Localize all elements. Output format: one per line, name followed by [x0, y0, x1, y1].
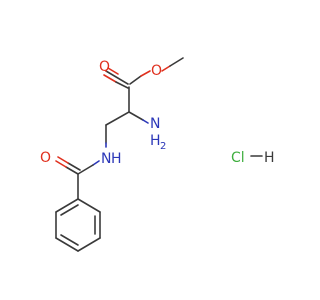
ring-bond-3 — [77, 237, 101, 252]
atom-o-amide: O — [40, 150, 51, 166]
atom-o-ester: O — [151, 63, 162, 79]
bond-o-ch3 — [169, 57, 184, 67]
alpha-carbon-group: N H 2 — [105, 86, 166, 152]
ring-bond-1 — [77, 198, 101, 213]
atom-n-amide: N — [101, 151, 111, 167]
bond-n-camide-blue — [92, 160, 100, 166]
bond-c-o-double-a — [103, 74, 117, 83]
hcl-salt: Cl H — [231, 150, 275, 166]
atom-h-amide: H — [111, 151, 122, 167]
bond-o-ch3-o — [161, 65, 171, 72]
bond-camide-o-a — [65, 166, 79, 175]
bond-c-osingle — [129, 75, 142, 85]
bond-c-o-double-a2 — [115, 81, 129, 89]
bond-calpha-cbeta — [105, 111, 130, 126]
bond-camide-o-b — [67, 162, 81, 171]
atom-o-carbonyl: O — [99, 59, 110, 75]
benzene-ring — [55, 198, 101, 252]
atom-h-amine: H — [150, 133, 161, 149]
ring-inner-double-2 — [60, 234, 79, 246]
ester-group: O O — [99, 57, 184, 89]
bond-camide-o-b2 — [57, 156, 69, 164]
salt-cl-label: Cl — [231, 150, 245, 166]
amide-group: N H O — [40, 124, 122, 200]
salt-h-label: H — [264, 150, 275, 166]
atom-n-amine: N — [150, 116, 160, 132]
bond-c-osingle-o — [140, 70, 151, 77]
bond-c-o-double-b — [107, 67, 119, 75]
ring-inner-double-3 — [60, 204, 79, 216]
bond-n-camide — [77, 164, 94, 175]
ring-bond-4 — [55, 237, 79, 252]
bond-calpha-n-blue — [142, 119, 149, 124]
ring-bond-6 — [55, 198, 79, 213]
bond-c-co — [105, 70, 129, 85]
atom-h2-subscript: 2 — [160, 141, 166, 152]
bond-camide-o-a2 — [55, 160, 67, 168]
bond-calpha-n — [128, 111, 144, 121]
structure-diagram: O O N H 2 N H O — [40, 57, 275, 252]
